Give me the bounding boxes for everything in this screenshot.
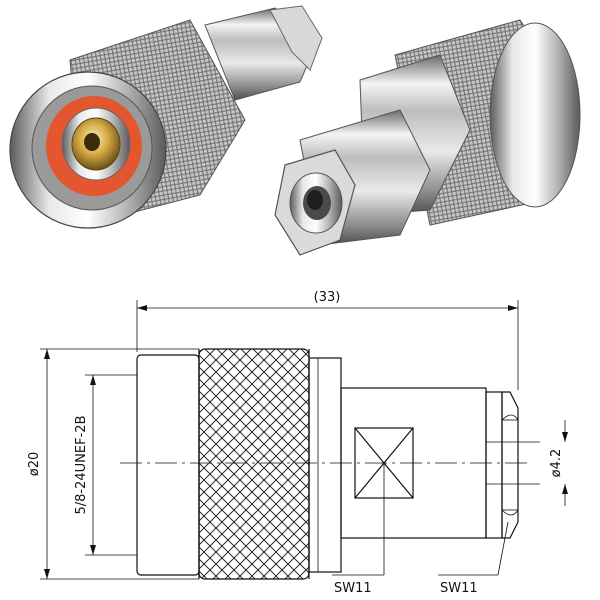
nut-wrench-size-label: SW11 <box>440 581 478 596</box>
n-connector-rear-view <box>274 19 581 256</box>
n-connector-front-view <box>9 5 323 229</box>
cable-bore-label: ø4.2 <box>549 449 564 478</box>
technical-drawing <box>40 300 568 580</box>
body-wrench-size-label: SW11 <box>334 581 372 596</box>
outer-diameter-label: ø20 <box>27 452 42 477</box>
overall-length-label: (33) <box>314 290 341 305</box>
thread-spec-label: 5/8-24UNEF-2B <box>74 416 89 515</box>
